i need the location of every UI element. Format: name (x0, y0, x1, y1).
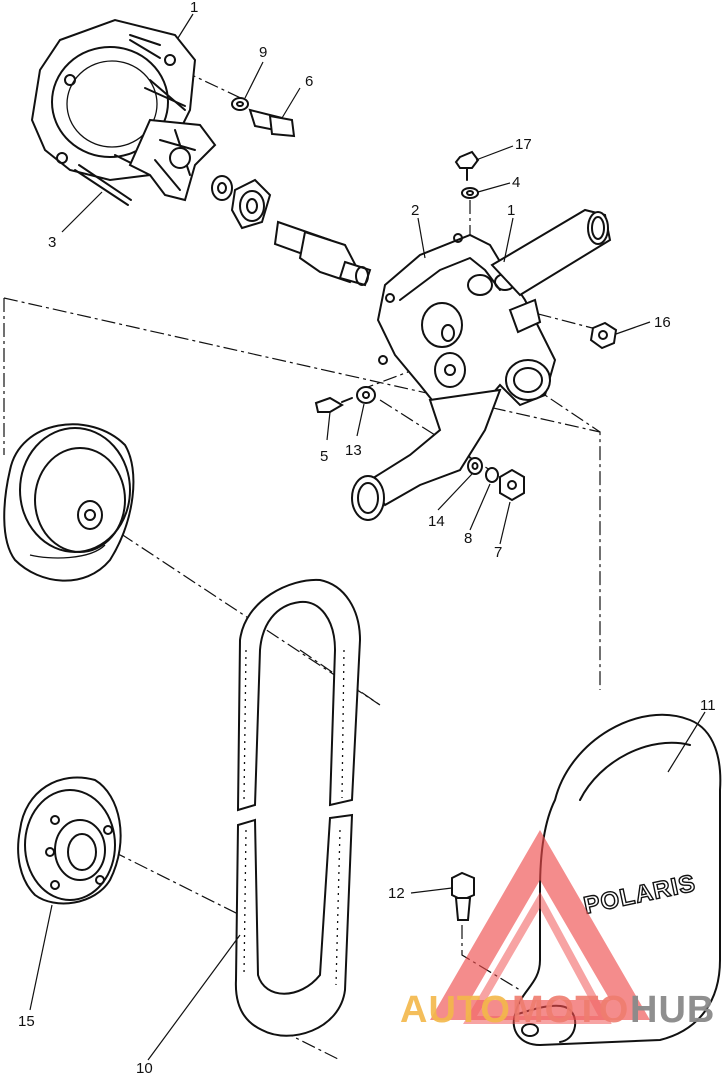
callout-1a: 1 (190, 0, 198, 16)
pump-shaft (273, 220, 372, 287)
callout-3: 3 (48, 234, 56, 251)
seal-washer (211, 175, 233, 201)
leader-lines (29, 13, 706, 1061)
drive-belt (234, 578, 362, 1037)
washer-9 (231, 97, 249, 111)
lock-washer-8 (485, 467, 499, 483)
drive-pulley (3, 423, 135, 582)
washer-14 (467, 457, 483, 475)
callout-15: 15 (18, 1013, 35, 1030)
lower-pulley (17, 776, 122, 905)
inlet-elbow (351, 388, 502, 521)
callout-4: 4 (512, 174, 520, 191)
callout-9: 9 (259, 44, 267, 61)
bolt-17 (454, 150, 480, 181)
watermark (430, 830, 650, 1024)
impeller (128, 118, 217, 202)
callout-14: 14 (428, 513, 445, 530)
watermark-moto: MOTO (512, 989, 629, 1031)
callout-6: 6 (305, 73, 313, 90)
mechanical-seal (230, 178, 272, 230)
nut-16 (589, 321, 618, 350)
callout-17: 17 (515, 136, 532, 153)
callout-5: 5 (320, 448, 328, 465)
bolt-6 (248, 108, 296, 138)
callout-8: 8 (464, 530, 472, 547)
stud-bolts (74, 39, 186, 206)
callout-7: 7 (494, 544, 502, 561)
callout-11: 11 (700, 697, 716, 714)
nut-7 (499, 468, 525, 502)
bleed-screw-5 (314, 396, 353, 413)
watermark-auto: AUTO (400, 989, 511, 1031)
callout-1b: 1 (507, 202, 515, 219)
callouts: 1 9 6 3 17 4 2 1 16 5 13 14 8 7 11 12 15… (18, 0, 716, 1075)
callout-12: 12 (388, 885, 405, 902)
outlet-pipe (490, 208, 612, 334)
watermark-hub: HUB (630, 989, 715, 1031)
callout-10: 10 (136, 1060, 153, 1075)
bolt-12 (451, 871, 475, 921)
washer-4 (461, 187, 479, 199)
washer-13 (356, 386, 376, 404)
callout-13: 13 (345, 442, 362, 459)
callout-2: 2 (411, 202, 419, 219)
callout-16: 16 (654, 314, 671, 331)
